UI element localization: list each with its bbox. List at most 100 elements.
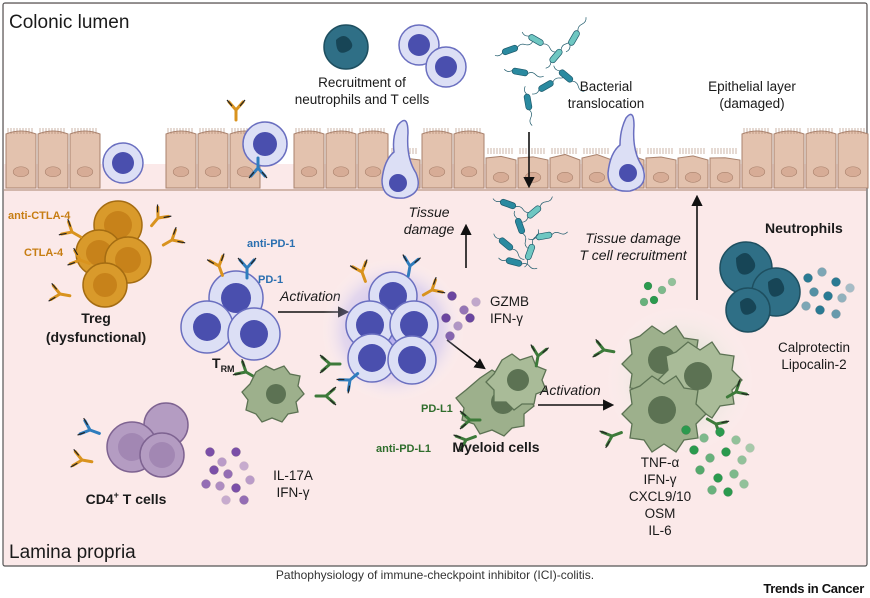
granule (240, 462, 249, 471)
anti-ctla4-label: anti-CTLA-4 (8, 210, 71, 222)
granule (832, 278, 841, 287)
granule (460, 306, 469, 315)
granule (650, 296, 658, 304)
granule (658, 286, 666, 294)
tnfa-label: TNF-α (641, 455, 680, 470)
granule (210, 466, 219, 475)
bacterial-translocation-line1: Bacterial (580, 79, 633, 94)
ctla4-label: CTLA-4 (24, 247, 64, 259)
tissue-damage-recruit-line1: Tissue damage (585, 230, 681, 246)
il17a-label: IL-17A (273, 468, 313, 483)
gzmb-label: GZMB (490, 294, 529, 309)
treg-label: Treg (81, 310, 111, 326)
epithelial-cell (742, 128, 772, 188)
bacterial-translocation-line2: translocation (568, 96, 645, 111)
granule (216, 482, 225, 491)
lumen-neutrophil (324, 25, 368, 69)
epithelial-cell (454, 128, 484, 188)
granule (448, 292, 457, 301)
granule (232, 448, 241, 457)
epithelial-cell (166, 128, 196, 188)
granule (446, 332, 455, 341)
granule (722, 448, 731, 457)
granule (682, 426, 691, 435)
granule (706, 454, 715, 463)
anti-pdl1-label: anti-PD-L1 (376, 443, 431, 455)
granule (838, 294, 847, 303)
granule (466, 314, 475, 323)
epithelial-cell (70, 128, 100, 188)
granule (738, 456, 747, 465)
recruitment-label-line2: neutrophils and T cells (295, 92, 430, 107)
epithelial-cell (326, 128, 356, 188)
neutrophils-label: Neutrophils (765, 220, 843, 236)
il6-label: IL-6 (648, 523, 671, 538)
lamina-propria-label: Lamina propria (9, 542, 136, 563)
granule (802, 302, 811, 311)
granule (246, 476, 255, 485)
anti-pd1-label: anti-PD-1 (247, 238, 295, 250)
tissue-damage-line1: Tissue (408, 204, 449, 220)
granule (818, 268, 827, 277)
granule (644, 282, 652, 290)
granule (732, 436, 741, 445)
pd1-label: PD-1 (258, 274, 283, 286)
granule (740, 480, 749, 489)
epithelial-cell (838, 128, 868, 188)
granule (824, 292, 833, 301)
pdl1-label: PD-L1 (421, 403, 453, 415)
epithelial-cell (6, 128, 36, 188)
tissue-damage-line2: damage (404, 221, 455, 237)
granule (218, 458, 227, 467)
epithelial-cell (198, 128, 228, 188)
granule (810, 288, 819, 297)
colonic-lumen-label: Colonic lumen (9, 12, 129, 33)
granule (816, 306, 825, 315)
granule (240, 496, 249, 505)
tissue-damage-recruit-line2: T cell recruitment (579, 247, 687, 263)
epithelial-cell (422, 128, 452, 188)
granule (804, 274, 813, 283)
granule (640, 298, 648, 306)
osm-label: OSM (645, 506, 676, 521)
ifng-label-1: IFN-γ (490, 311, 523, 326)
calprotectin-label: Calprotectin (778, 340, 850, 355)
granule (832, 310, 841, 319)
granule (206, 448, 215, 457)
granule (714, 474, 723, 483)
treg-dysfunctional-label: (dysfunctional) (46, 329, 146, 345)
granule (454, 322, 463, 331)
granule (232, 484, 241, 493)
granule (716, 428, 725, 437)
activation-label-2: Activation (539, 382, 601, 398)
granule (202, 480, 211, 489)
granule (224, 470, 233, 479)
epithelial-cell (774, 128, 804, 188)
cd4-label: CD4+ T cells (86, 490, 167, 507)
granule (696, 466, 705, 475)
recruitment-label-line1: Recruitment of (318, 75, 406, 90)
ifng-label-3: IFN-γ (277, 485, 310, 500)
granule (700, 434, 709, 443)
myeloid-cells-label: Myeloid cells (452, 439, 539, 455)
granule (708, 486, 717, 495)
ifng-label-2: IFN-γ (644, 472, 677, 487)
granule (668, 278, 676, 286)
granule (730, 470, 739, 479)
epithelial-cell (38, 128, 68, 188)
activated-myeloid-cells (605, 305, 755, 455)
granule (746, 444, 755, 453)
cxcl-label: CXCL9/10 (629, 489, 691, 504)
epithelial-layer-line2: (damaged) (719, 96, 784, 111)
figure-caption: Pathophysiology of immune-checkpoint inh… (0, 568, 870, 582)
epithelial-layer-line1: Epithelial layer (708, 79, 796, 94)
granule (442, 314, 451, 323)
granule (472, 298, 481, 307)
epithelial-cell (294, 128, 324, 188)
epithelial-cell (806, 128, 836, 188)
granule (690, 446, 699, 455)
granule (222, 496, 231, 505)
granule (724, 488, 733, 497)
granule (846, 284, 855, 293)
